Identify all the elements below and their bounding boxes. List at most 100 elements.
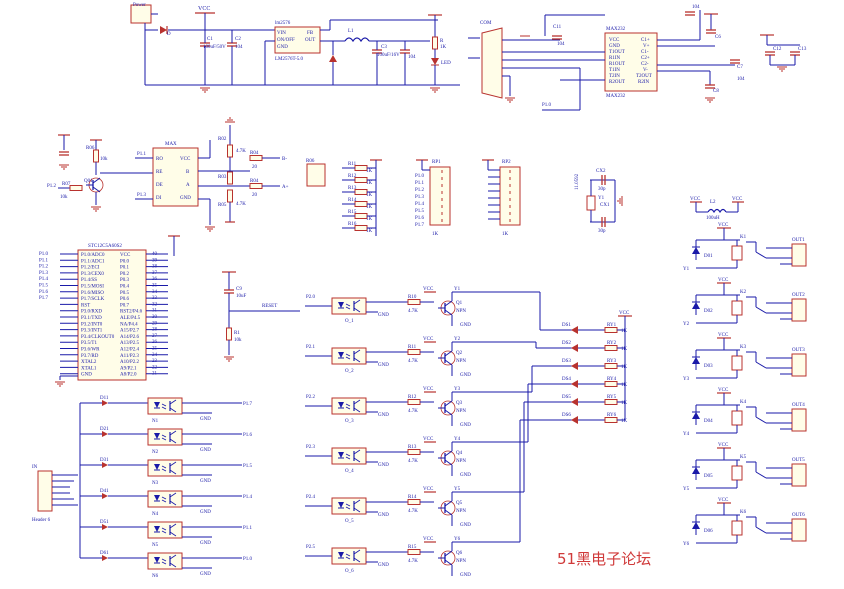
driver-optocoupler-icon [331,497,367,515]
wire [755,526,767,534]
mcu-pin-number: 28 [152,328,158,333]
input-optocoupler-icon [147,397,183,415]
l2-inductor-icon [707,208,727,214]
driver-npn-icon [437,450,456,466]
relay-vcc-label: VCC [718,333,729,338]
p30-net: P1.0 [542,103,552,108]
driver-opto-label: O_6 [345,569,354,574]
q01-label: Q01 [84,179,93,184]
r11-label: R11 [348,162,357,167]
indicator-led-icon [571,380,578,388]
driver-resistor-icon [407,399,421,405]
max232-pin-t2in: T2IN [609,74,620,79]
c6-icon [705,29,717,34]
driver-optocoupler-icon [331,347,367,365]
wire [755,306,767,314]
max232-pin-t1out: T1OUT [609,50,625,55]
relay-coil-icon [731,410,743,426]
mcu-pin-number: 37 [152,271,158,276]
r07-value: 10k [60,195,68,200]
max232-pin-r2out: R2OUT [609,80,625,85]
relay-output-label: OUT5 [792,458,805,463]
c1-label: C1 [207,37,213,42]
relay-diode-label: D01 [704,254,713,259]
mcu-pin-right-label: A10/P2.2 [120,360,140,365]
relay-output-terminal [791,243,807,267]
input-header-connector [37,470,53,512]
single-resistors: R11 R12 R13 R14 R15 R16 1K 1K 1K 1K 1K 1… [342,162,376,234]
ground-icon [776,66,788,72]
r04-value: 20 [252,193,258,198]
relay-y-label: Y5 [683,487,690,492]
indicator-resistor-value: 1K [621,419,628,424]
driver-resistor-icon [407,549,421,555]
mcu-pin-number: 33 [152,296,158,301]
input-led-label: D31 [100,458,109,463]
relay-flyback-diode-icon [692,412,700,419]
rp1-p11: P1.1 [415,181,425,186]
input-gnd-label: GND [200,541,211,546]
y1-label: Y1 [598,196,605,201]
rp1-array: RP1 1K P1.0 P1.1 P1.2 P1.3 P1.4 P1.5 P1.… [415,159,451,237]
r07-label: R07 [62,182,71,187]
ground-icon [504,97,516,103]
l1-label: L1 [348,29,354,34]
mcu-pin-number: 34 [152,290,158,295]
indicator-resistor-icon [604,363,618,369]
relay-vcc-label: VCC [718,498,729,503]
driver-vcc-label: VCC [423,287,434,292]
driver-resistor-value: 4.7K [408,459,418,464]
indicator-led-label: DS2 [562,341,571,346]
relay-diode-label: D02 [704,309,713,314]
driver-port-net: P2.3 [306,445,316,450]
mcu-pin-left-label: P3.0/RXD [81,310,102,315]
input-led-icon [102,524,108,530]
input-opto-label: N5 [152,543,159,548]
c13-label: C13 [798,47,807,52]
input-gnd-label: GND [200,448,211,453]
input-led-label: D41 [100,489,109,494]
driver-transistor-label: Q6 [456,551,463,556]
wire [755,361,767,369]
driver-vcc-label: VCC [423,437,434,442]
max485-pin-vcc: VCC [180,157,191,162]
c9-label: C9 [236,287,242,292]
r03-icon [227,171,233,185]
rp1-p13: P1.3 [415,195,425,200]
driver-vcc-label: VCC [423,487,434,492]
driver-transistor-label: Q1 [456,301,463,306]
mcu-pin-left-label: XTAL1 [81,366,97,371]
indicator-vcc-label: VCC [619,311,630,316]
driver-resistor-label: R10 [408,295,417,300]
input-led-icon [102,400,108,406]
rp1-p10: P1.0 [415,174,425,179]
driver-vcc-label: VCC [423,387,434,392]
relay-diode-label: D06 [704,529,713,534]
mcu-pin-left-label: P3.7/RD [81,354,99,359]
mcu-pin-left-label: XTAL2 [81,360,97,365]
wire [755,471,767,479]
max485-pin-re: RE [156,170,162,175]
driver-transistor-type: NPN [456,309,466,314]
input-opto-label: N4 [152,512,159,517]
r04-label: R04 [250,179,259,184]
mcu-pin-right-label: A12/P2.4 [120,348,140,353]
driver-opto-gnd-label: GND [378,363,389,368]
driver-y-label: Y3 [454,387,461,392]
mcu-pin-right-label: P0.3 [120,278,130,283]
mcu-pin-number: 29 [152,321,158,326]
mcu-net-left: P1.5 [39,284,49,289]
driver-npn-icon [437,400,456,416]
relay-y-label: Y1 [683,267,690,272]
driver-port-net: P2.0 [306,295,316,300]
input-optocoupler-icon [147,552,183,570]
relay-vcc-label: VCC [718,278,729,283]
indicator-resistor-icon [604,327,618,333]
c13-icon [789,51,801,56]
driver-y-label: Y1 [454,287,461,292]
max485-chip [152,147,199,207]
input-opto-label: N2 [152,450,159,455]
input-gnd-label: GND [200,510,211,515]
driver-transistor-label: Q5 [456,501,463,506]
